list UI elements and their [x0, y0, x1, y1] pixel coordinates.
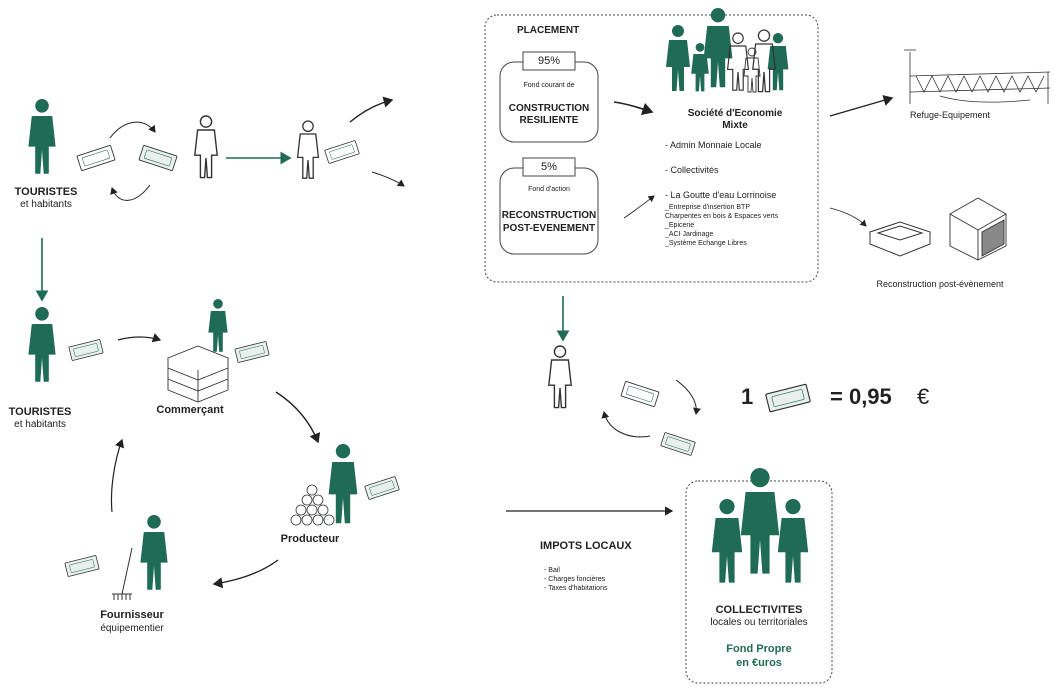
sem-member-3: - La Goutte d'eau Lorrinoise: [665, 190, 777, 200]
fund-own-2: en €uros: [736, 657, 782, 669]
taxes-title: IMPOTS LOCAUX: [540, 540, 632, 552]
exchange-currency: €: [917, 384, 930, 409]
fund1-arrow: [613, 101, 654, 116]
reconstruction-house-icon: [949, 197, 1007, 261]
supplier-figure: [140, 515, 168, 590]
tourist-figure-cycle: [28, 307, 56, 382]
cycle-arrow-3: [212, 559, 279, 589]
collectivites-sub: locales ou territoriales: [710, 617, 808, 628]
cycle-arrows-top: [109, 121, 156, 201]
sem-sub-members: _Entreprise d'insertion BTP Charpentes e…: [665, 203, 778, 248]
producer-figure: [328, 444, 358, 524]
fund1-pct: 95%: [537, 55, 561, 67]
tourists-title-top: TOURISTES: [14, 186, 78, 198]
outline-person-icon-3: [548, 345, 572, 409]
martinique-note-icon-5: [64, 554, 100, 578]
martinique-note-icon-3: [234, 340, 270, 364]
fund2-sub: Fond d'action: [528, 186, 570, 193]
exchange-cycle-arrows: [601, 379, 701, 438]
fund2-pct-box: [522, 157, 576, 177]
fund2-name-1: RECONSTRUCTION: [501, 210, 597, 221]
refuge-arrow: [829, 95, 894, 117]
cycle-arrow-2: [275, 391, 321, 444]
producer-label: Producteur: [280, 533, 340, 545]
reconstruction-label: Reconstruction post-évènement: [876, 279, 1004, 289]
placement-box: [484, 14, 819, 283]
merchant-figure: [208, 299, 228, 352]
tourists-sub-top: et habitants: [20, 199, 72, 210]
tourists-sub-cycle: et habitants: [14, 419, 66, 430]
martinique-note-icon-7: [764, 383, 812, 413]
sem-member-1: - Admin Monnaie Locale: [665, 140, 762, 150]
martinique-note-icon: [138, 144, 178, 172]
rake-icon: [112, 547, 133, 600]
sub-member-4: _ACI Jardinage: [665, 231, 714, 238]
outline-person-icon-2: [296, 120, 320, 179]
sub-member-5: _Système Echange Libres: [665, 240, 747, 247]
collectivites-figures: [711, 468, 809, 583]
merchant-stack-icon: [166, 345, 230, 403]
collectivites-title: COLLECTIVITES: [715, 604, 803, 616]
fund-own-1: Fond Propre: [726, 643, 792, 655]
fund1-pct-box: [522, 51, 576, 71]
fund1-name-2: RESILIENTE: [519, 115, 579, 126]
tourists-title-cycle: TOURISTES: [8, 406, 72, 418]
fund1-sub: Fond courant de: [523, 82, 575, 89]
cycle-arrow-4: [110, 438, 125, 513]
fund2-name-2: POST-EVENEMENT: [502, 223, 596, 234]
tax-item-2: - Charges foncières: [544, 576, 606, 583]
sub-member-3: _Epicerie: [665, 222, 695, 229]
sub-member-1: _Entreprise d'insertion BTP: [665, 204, 750, 211]
sem-group-figures: [666, 8, 789, 93]
euro-note-icon: [76, 144, 116, 172]
supplier-sub: équipementier: [100, 623, 164, 634]
fund2-pct: 5%: [541, 161, 557, 173]
exit-arrow-up: [349, 96, 394, 123]
martinique-note-icon-2: [68, 338, 104, 362]
reconstruction-frame-icon: [868, 221, 932, 257]
fund1-box: [499, 61, 599, 143]
producer-spheres-icon: [290, 484, 335, 526]
supplier-title: Fournisseur: [100, 609, 164, 621]
tax-item-3: - Taxes d'habitations: [544, 585, 608, 592]
refuge-structure-icon: [904, 49, 1051, 104]
euro-note-icon-3: [620, 380, 660, 408]
fund1-name-1: CONSTRUCTION: [508, 103, 590, 114]
sem-member-2: - Collectivités: [665, 165, 719, 175]
euro-note-icon-2: [324, 139, 360, 165]
exit-arrow-down: [371, 171, 405, 187]
martinique-note-icon-4: [364, 475, 400, 501]
exchange-equals: = 0,95: [830, 384, 892, 409]
reconstruction-arrow: [829, 207, 867, 227]
tourist-figure-top: [28, 99, 56, 174]
fund2-arrow: [623, 195, 655, 219]
tax-item-1: - Bail: [544, 567, 560, 574]
martinique-note-icon-6: [660, 431, 696, 457]
placement-title: PLACEMENT: [517, 25, 580, 36]
outline-person-icon: [194, 115, 218, 179]
taxes-list: - Bail - Charges foncières - Taxes d'hab…: [544, 566, 607, 593]
refuge-label: Refuge-Equipement: [909, 110, 991, 120]
cycle-arrow-1: [117, 333, 162, 343]
sem-title-1: Société d'Economie: [687, 108, 783, 119]
exchange-left: 1: [741, 384, 754, 409]
sub-member-2: Charpentes en bois & Espaces verts: [665, 213, 779, 220]
merchant-label: Commerçant: [156, 404, 224, 416]
sem-title-2: Mixte: [722, 120, 748, 131]
